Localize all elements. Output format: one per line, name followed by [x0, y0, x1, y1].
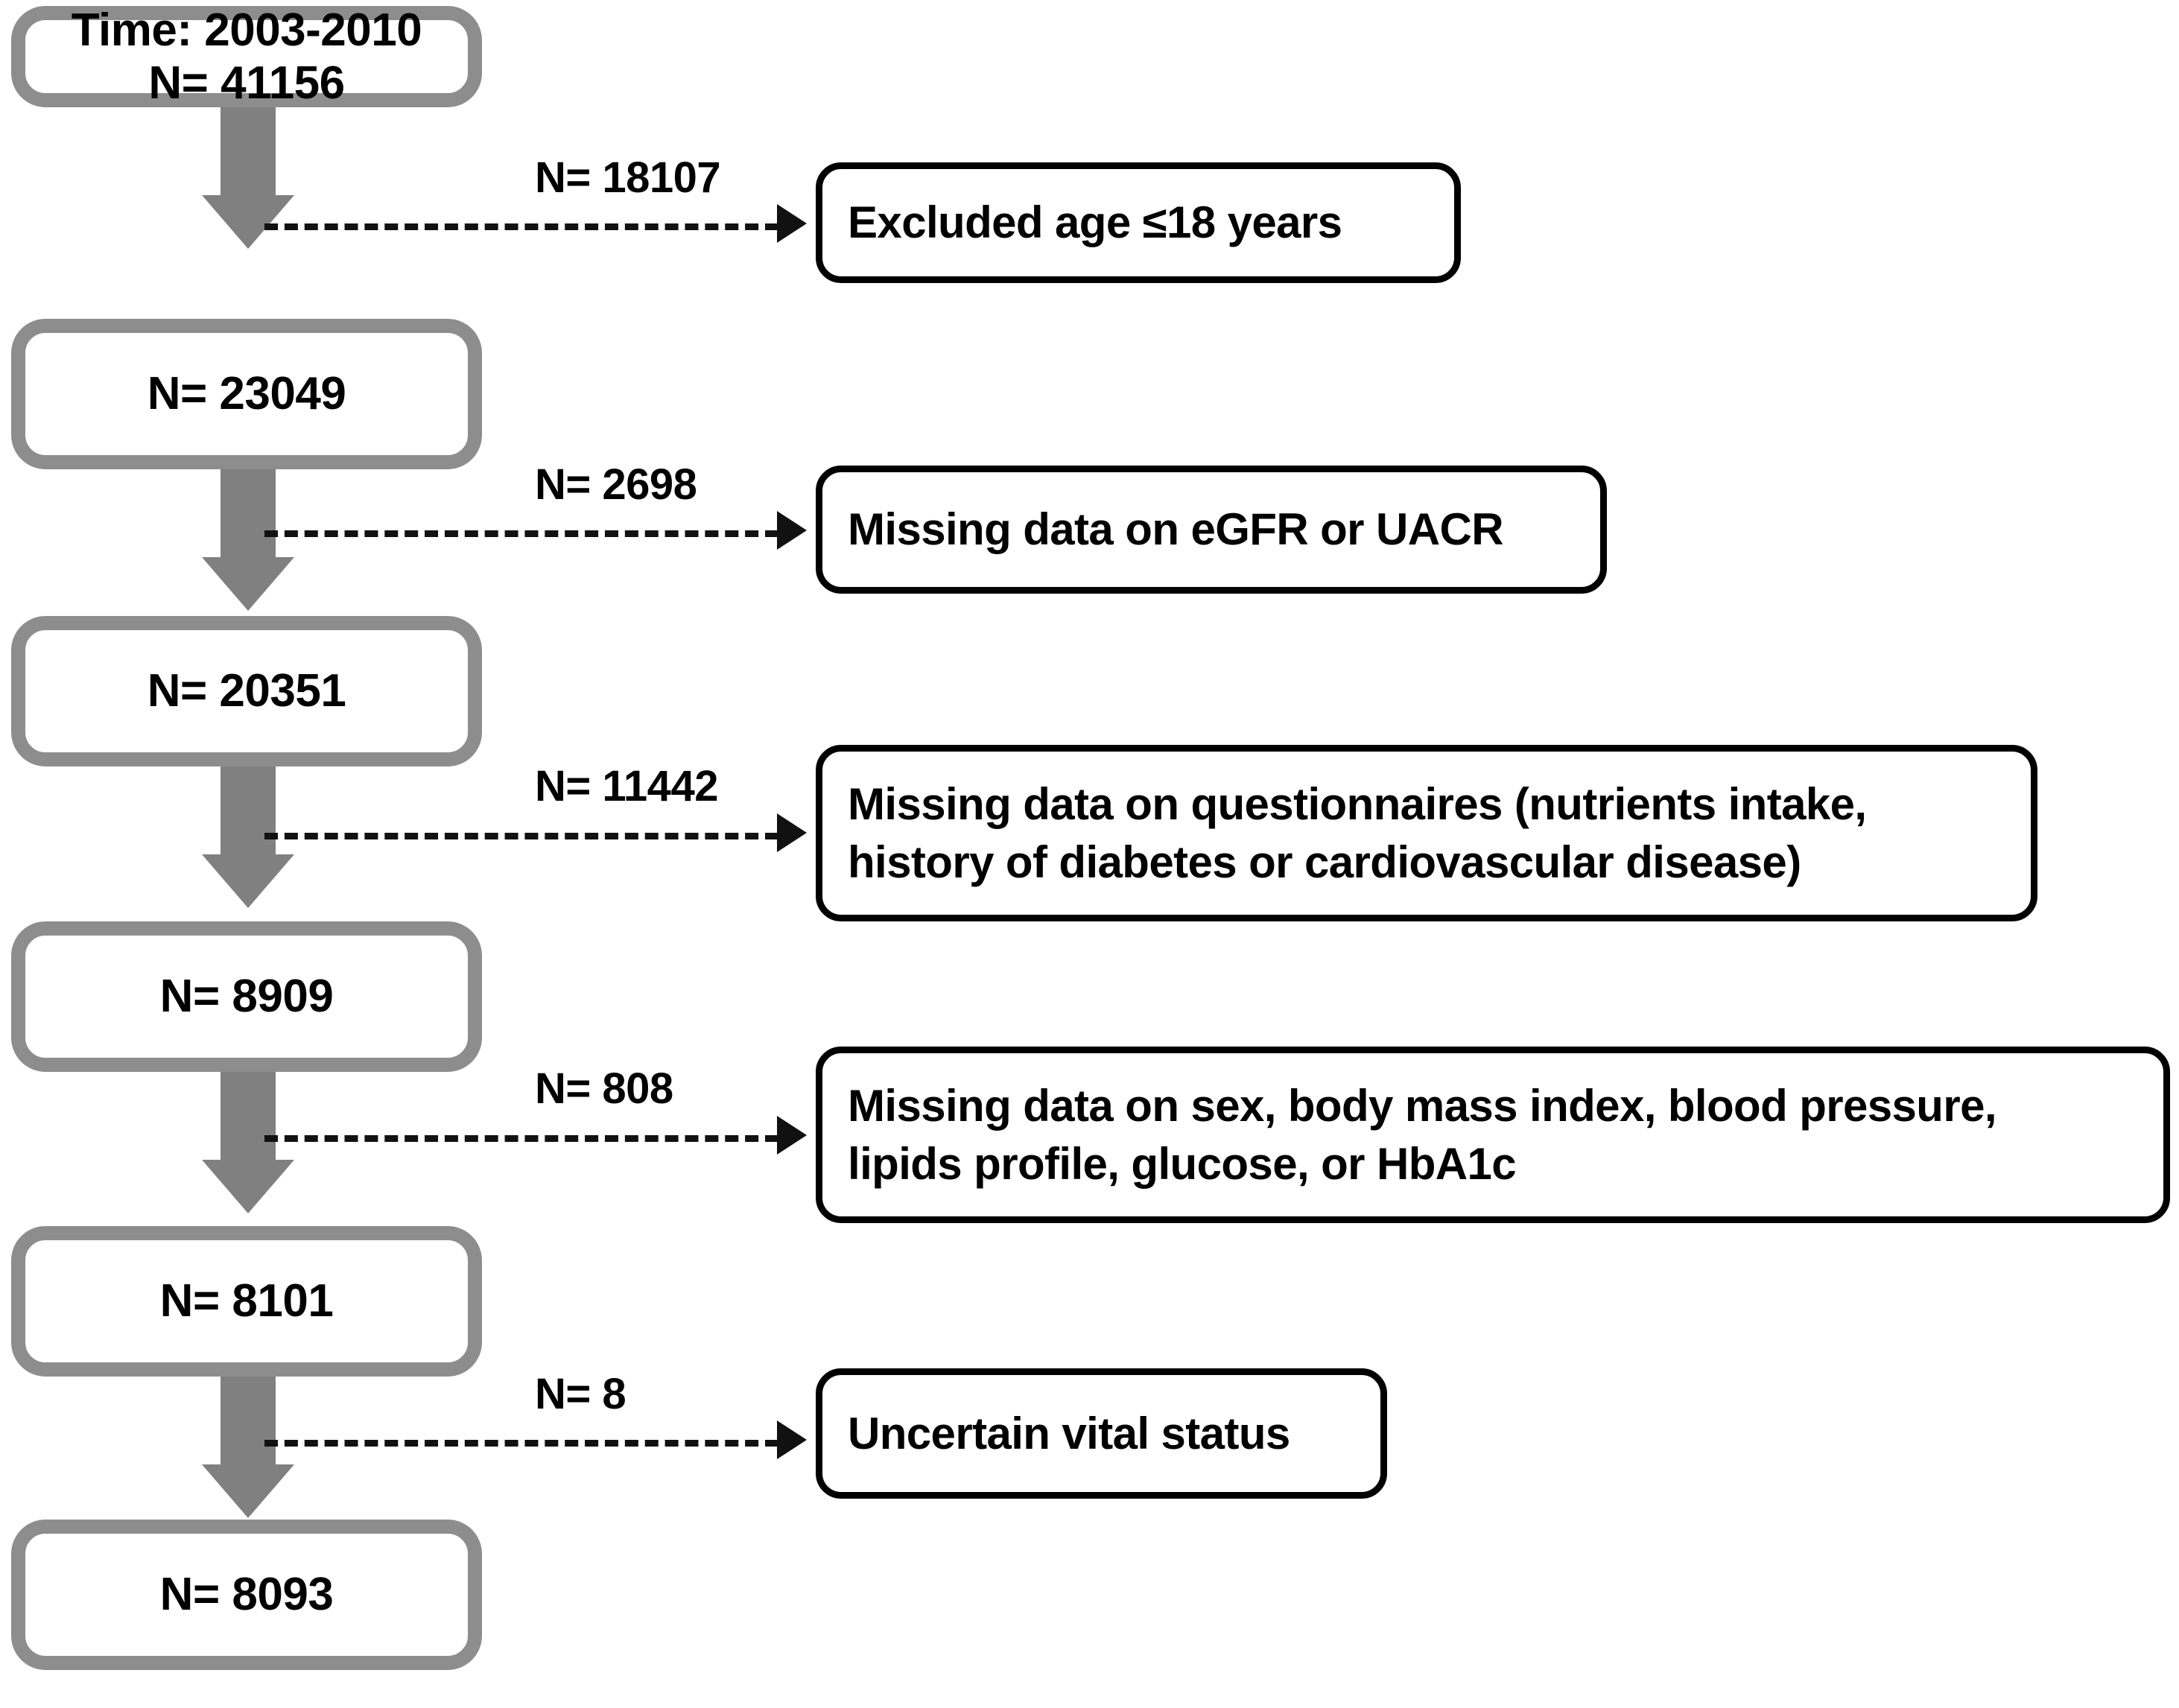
exclusion-4-line1: Missing data on sex, body mass index, bl…	[848, 1080, 1997, 1131]
flow-node-1: Time: 2003-2010 N= 41156	[11, 4, 482, 109]
flow-node-1-line1: Time: 2003-2010	[71, 4, 422, 56]
exclusion-1-box: Excluded age ≤18 years	[816, 162, 1461, 283]
flow-node-4: N= 8909	[11, 921, 482, 1072]
flow-node-5-line1: N= 8101	[159, 1275, 334, 1327]
flow-node-3: N= 20351	[11, 616, 482, 766]
exclusion-5-line1: Uncertain vital status	[848, 1408, 1290, 1458]
exclusion-3-line2: history of diabetes or cardiovascular di…	[848, 836, 1801, 887]
flow-node-6-line1: N= 8093	[159, 1569, 334, 1621]
flow-arrow-1-head	[202, 195, 294, 249]
flow-arrow-5-head	[202, 1464, 294, 1518]
flow-node-5: N= 8101	[11, 1226, 482, 1377]
flow-arrow-3-shaft	[221, 766, 276, 854]
exclusion-4-connector	[264, 1135, 778, 1142]
flow-arrow-2-head	[202, 557, 294, 611]
exclusion-1-connector	[264, 223, 778, 230]
exclusion-2-connector	[264, 530, 778, 537]
exclusion-4-count-label: N= 808	[535, 1064, 673, 1113]
flow-node-6: N= 8093	[11, 1520, 482, 1670]
exclusion-3-box: Missing data on questionnaires (nutrient…	[816, 745, 2037, 921]
flow-arrow-5-shaft	[221, 1377, 276, 1464]
exclusion-1-count-label: N= 18107	[535, 153, 721, 202]
exclusion-1-arrowhead-icon	[777, 204, 807, 243]
flow-arrow-4-head	[202, 1160, 294, 1213]
exclusion-2-line1: Missing data on eGFR or UACR	[848, 504, 1504, 554]
exclusion-4-box: Missing data on sex, body mass index, bl…	[816, 1047, 2170, 1223]
exclusion-3-count-label: N= 11442	[535, 762, 718, 810]
exclusion-2-arrowhead-icon	[777, 511, 807, 550]
flow-node-1-line2: N= 41156	[148, 57, 345, 109]
exclusion-5-box: Uncertain vital status	[816, 1368, 1387, 1499]
flow-arrow-4-shaft	[221, 1072, 276, 1160]
exclusion-2-count-label: N= 2698	[535, 460, 697, 509]
flow-arrow-1-shaft	[221, 107, 276, 195]
flow-arrow-2-shaft	[221, 469, 276, 557]
exclusion-5-connector	[264, 1440, 778, 1447]
flow-node-3-line1: N= 20351	[147, 665, 346, 717]
flow-node-2: N= 23049	[11, 319, 482, 469]
exclusion-4-line2: lipids profile, glucose, or HbA1c	[848, 1138, 1517, 1189]
flow-node-4-line1: N= 8909	[159, 971, 334, 1023]
exclusion-3-line1: Missing data on questionnaires (nutrient…	[848, 778, 1867, 829]
exclusion-2-box: Missing data on eGFR or UACR	[816, 466, 1607, 594]
exclusion-4-arrowhead-icon	[777, 1116, 807, 1155]
flow-node-2-line1: N= 23049	[147, 368, 346, 420]
exclusion-5-arrowhead-icon	[777, 1420, 807, 1459]
exclusion-1-line1: Excluded age ≤18 years	[848, 197, 1342, 247]
flow-arrow-3-head	[202, 854, 294, 908]
exclusion-3-arrowhead-icon	[777, 813, 807, 852]
exclusion-5-count-label: N= 8	[535, 1370, 627, 1418]
exclusion-3-connector	[264, 833, 778, 839]
